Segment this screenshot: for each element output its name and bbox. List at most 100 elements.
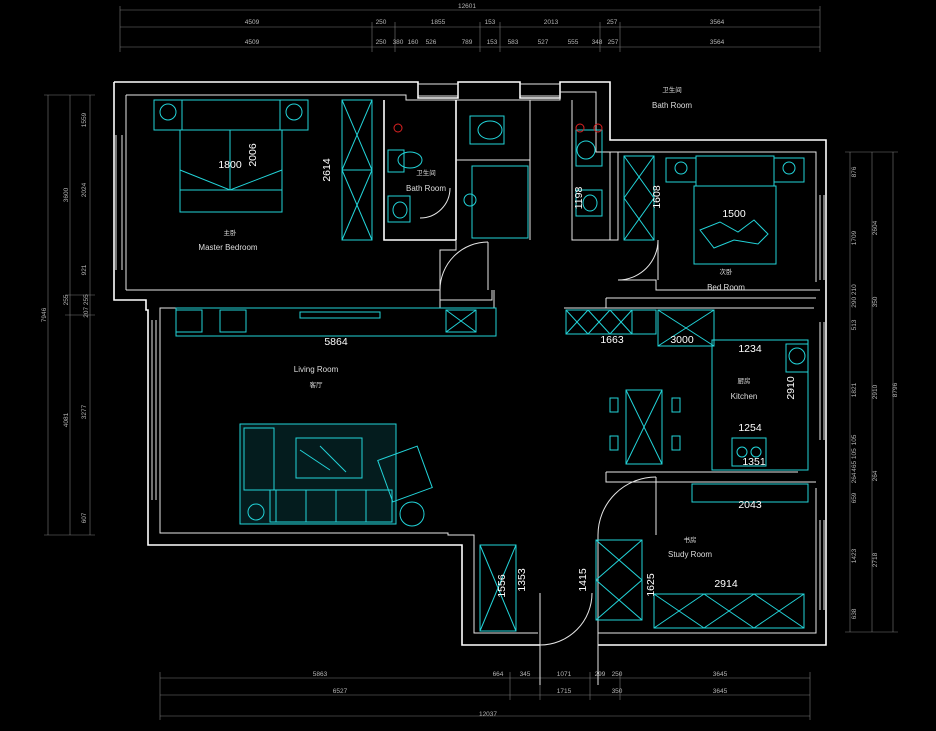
measure-1415: 1415 [577, 568, 589, 592]
dim-bottom-total: 12037 [479, 711, 497, 718]
right-dimension-lines [845, 151, 898, 633]
dim-bottom-1-g: 3645 [713, 671, 728, 678]
dim-left-1-b: 2024 [81, 182, 88, 197]
dim-right-1-j: 1423 [851, 548, 858, 563]
dim-top-1-g: 3564 [710, 19, 725, 26]
master-wardrobe [341, 99, 373, 241]
measure-1254: 1254 [738, 422, 762, 434]
bottom-dimension-lines [159, 672, 811, 720]
dim-right-1-d: 513 [851, 319, 858, 330]
dim-bottom-1-a: 5863 [313, 671, 328, 678]
measure-1625: 1625 [645, 573, 657, 597]
dim-top-1-a: 4509 [245, 19, 260, 26]
dim-top-2-m: 3564 [710, 39, 725, 46]
dim-top-1-f: 257 [607, 19, 618, 26]
dim-right-2-d: 264 [872, 470, 879, 481]
dim-left-1-e: 3277 [81, 404, 88, 419]
dim-top-2-j: 555 [568, 39, 579, 46]
measure-1353: 1353 [516, 568, 528, 592]
bed2-furniture [623, 155, 805, 265]
dim-top-1-d: 153 [485, 19, 496, 26]
windows [115, 83, 825, 610]
dim-top-2-i: 527 [538, 39, 549, 46]
measure-1556: 1556 [496, 574, 508, 598]
dim-bottom-1-d: 1071 [557, 671, 572, 678]
dim-right-1-i: 659 [851, 492, 858, 503]
dim-left-1-a: 1559 [81, 112, 88, 127]
dim-left-2-d: 4081 [63, 412, 70, 427]
measure-1198: 1198 [573, 187, 585, 210]
measure-2006: 2006 [247, 143, 259, 167]
measure-1608: 1608 [651, 185, 663, 209]
dim-right-1-k: 638 [851, 608, 858, 619]
room-bath1-cn: 卫生间 [416, 168, 436, 177]
measure-1234: 1234 [738, 343, 762, 355]
dim-left-1-f: 607 [81, 512, 88, 523]
kitchen-counters [565, 309, 809, 471]
dim-top-total: 12601 [458, 3, 476, 10]
dim-bottom-1-c: 345 [520, 671, 531, 678]
dim-left-2-c: 207 255 [83, 294, 90, 318]
measure-5864: 5864 [324, 336, 348, 348]
room-living-cn: 客厅 [310, 380, 324, 389]
dim-right-2-b: 350 [872, 296, 879, 307]
dim-right-total: 8796 [892, 382, 899, 397]
dim-left-2-b: 255 [63, 294, 70, 305]
measure-1500: 1500 [722, 208, 746, 220]
dim-top-2-b: 250 [376, 39, 387, 46]
study-furniture [479, 483, 809, 632]
room-study-cn: 书房 [684, 535, 697, 544]
dim-top-1-e: 2013 [544, 19, 559, 26]
sofa-set [239, 423, 433, 527]
dim-top-2-a: 4509 [245, 39, 260, 46]
dim-left-total: 7946 [41, 307, 48, 322]
measure-1663: 1663 [600, 334, 624, 346]
dim-top-2-f: 789 [462, 39, 473, 46]
dim-top-2-g: 153 [487, 39, 498, 46]
dim-right-2-a: 2604 [872, 220, 879, 235]
dim-top-1-b: 250 [376, 19, 387, 26]
left-dimension-lines [44, 94, 95, 536]
measure-2043: 2043 [738, 499, 762, 511]
dim-right-1-h: 264 [851, 472, 858, 483]
dim-bottom-2-a: 6527 [333, 688, 348, 695]
room-master-en: Master Bedroom [198, 243, 257, 252]
dim-right-1-e: 1821 [851, 382, 858, 397]
tv-cabinet [175, 307, 497, 337]
dim-top-1-c: 1855 [431, 19, 446, 26]
dim-right-2-e: 2718 [872, 552, 879, 567]
dim-top-2-h: 583 [508, 39, 519, 46]
dim-bottom-2-d: 3645 [713, 688, 728, 695]
dim-left-2-a: 3600 [63, 187, 70, 202]
room-study-en: Study Room [668, 550, 712, 559]
room-master-cn: 主卧 [224, 228, 238, 237]
bath1-fixtures [387, 123, 423, 223]
master-bed [153, 99, 309, 213]
room-bath2-cn: 卫生间 [662, 85, 682, 94]
room-kitchen-cn: 厨房 [738, 376, 751, 385]
doors [419, 187, 659, 685]
dim-left-1-c: 921 [81, 264, 88, 275]
dim-bottom-2-c: 350 [612, 688, 623, 695]
room-kitchen-en: Kitchen [731, 392, 758, 401]
dim-top-2-e: 526 [426, 39, 437, 46]
dim-top-2-c: 380 [393, 39, 404, 46]
dim-right-1-g: 465 105 [851, 448, 858, 472]
measure-2914: 2914 [714, 578, 738, 590]
measure-2910: 2910 [785, 376, 797, 400]
dim-right-1-c: 290 210 [851, 284, 858, 308]
dim-right-1-a: 876 [851, 166, 858, 177]
dim-right-1-b: 1709 [851, 230, 858, 245]
measure-1351: 1351 [742, 456, 766, 468]
measure-1800: 1800 [218, 159, 242, 171]
room-bed2-cn: 次卧 [720, 267, 734, 276]
dim-bottom-1-f: 250 [612, 671, 623, 678]
dim-top-2-k: 348 [592, 39, 603, 46]
dim-top-2-l: 257 [608, 39, 619, 46]
dining-table [609, 389, 681, 465]
room-bath1-en: Bath Room [406, 184, 446, 193]
dim-bottom-1-e: 299 [595, 671, 606, 678]
top-dimension-lines [119, 6, 821, 52]
room-bath2-en: Bath Room [652, 101, 692, 110]
